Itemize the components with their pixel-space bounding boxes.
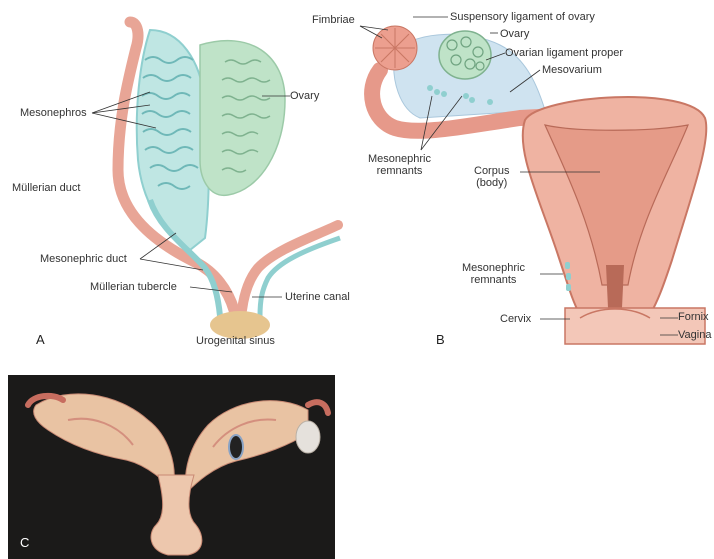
label-mullerian-duct: Müllerian duct <box>12 182 80 194</box>
label-ovary-b: Ovary <box>500 28 529 40</box>
label-fimbriae: Fimbriae <box>312 14 355 26</box>
label-ovary-a: Ovary <box>290 90 319 102</box>
label-mesovarium: Mesovarium <box>542 64 602 76</box>
label-corpus: Corpus (body) <box>474 165 509 189</box>
panel-letter-a: A <box>36 332 45 347</box>
label-urogenital-sinus: Urogenital sinus <box>196 335 275 347</box>
mesonephric-duct-right <box>260 238 340 316</box>
label-cervix: Cervix <box>500 313 531 325</box>
label-mesonephric-remnants-lower: Mesonephric remnants <box>462 262 525 286</box>
specimen-illustration <box>8 375 335 559</box>
label-uterine-canal: Uterine canal <box>285 291 350 303</box>
cervical-canal <box>606 265 624 308</box>
label-fornix: Fornix <box>678 311 709 323</box>
label-suspensory-ligament: Suspensory ligament of ovary <box>450 11 595 23</box>
label-mesonephros: Mesonephros <box>20 107 87 119</box>
label-mesonephric-duct: Mesonephric duct <box>40 253 127 265</box>
panel-letter-b: B <box>436 332 445 347</box>
label-vagina: Vagina <box>678 329 711 341</box>
label-mullerian-tubercle: Müllerian tubercle <box>90 281 177 293</box>
label-ovarian-ligament: Ovarian ligament proper <box>505 47 623 59</box>
panel-c-photo: C <box>8 375 335 559</box>
ovary-b-shape <box>439 31 491 79</box>
panel-letter-c: C <box>20 535 29 550</box>
label-mesonephric-remnants-upper: Mesonephric remnants <box>368 153 431 177</box>
